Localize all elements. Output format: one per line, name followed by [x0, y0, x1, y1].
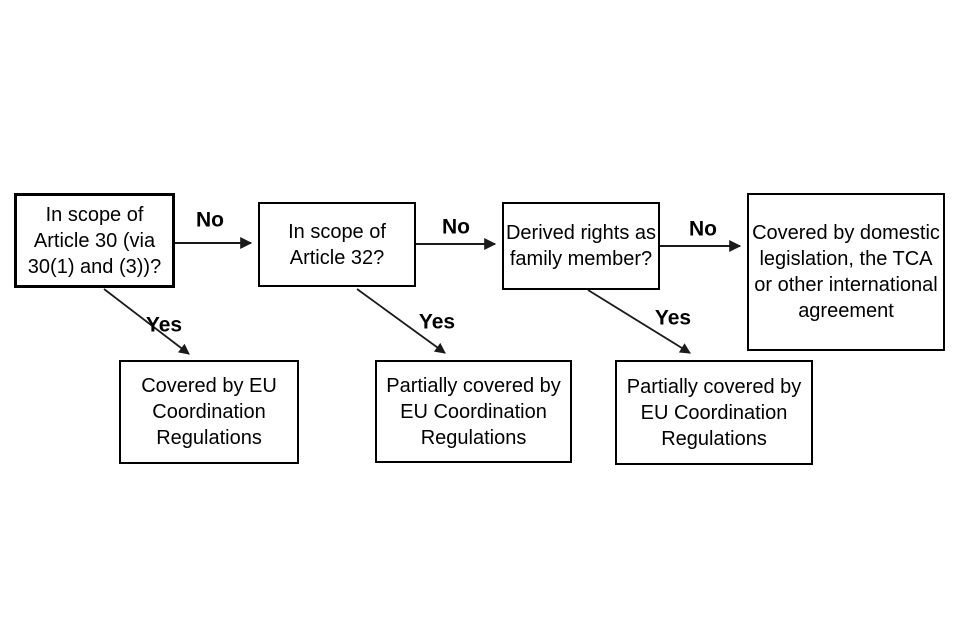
node-outcome-partially-covered-2-label: Partially covered by EU Coordination Reg…: [626, 375, 802, 450]
yes-arrow-1: [103, 288, 190, 355]
node-question-article-32-label: In scope of Article 32?: [288, 220, 386, 269]
node-outcome-domestic-legislation-label: Covered by domestic legislation, the TCA…: [752, 222, 940, 322]
yes-arrow-3: [587, 289, 691, 354]
edge-label-yes-3: Yes: [654, 306, 692, 330]
node-outcome-partially-covered-1-label: Partially covered by EU Coordination Reg…: [386, 374, 561, 449]
edge-label-no-3: No: [689, 217, 717, 241]
node-question-derived-rights-label: Derived rights as family member?: [505, 222, 657, 270]
node-outcome-partially-covered-1: Partially covered by EU Coordination Reg…: [375, 360, 572, 463]
node-question-derived-rights: Derived rights as family member?: [502, 202, 660, 290]
edge-label-yes-2: Yes: [418, 310, 456, 334]
node-outcome-covered-eu-label: Covered by EU Coordination Regulations: [141, 375, 277, 449]
edge-label-yes-1: Yes: [145, 313, 183, 337]
node-question-article-32: In scope of Article 32?: [258, 202, 416, 287]
node-outcome-covered-eu: Covered by EU Coordination Regulations: [119, 360, 299, 464]
node-question-article-30: In scope of Article 30 (via 30(1) and (3…: [14, 193, 175, 288]
node-question-article-30-label: In scope of Article 30 (via 30(1) and (3…: [27, 203, 162, 278]
yes-arrow-2: [356, 288, 446, 354]
node-outcome-partially-covered-2: Partially covered by EU Coordination Reg…: [615, 360, 813, 465]
edge-label-no-2: No: [442, 215, 470, 239]
node-outcome-domestic-legislation: Covered by domestic legislation, the TCA…: [747, 193, 945, 351]
edge-label-no-1: No: [196, 208, 224, 232]
